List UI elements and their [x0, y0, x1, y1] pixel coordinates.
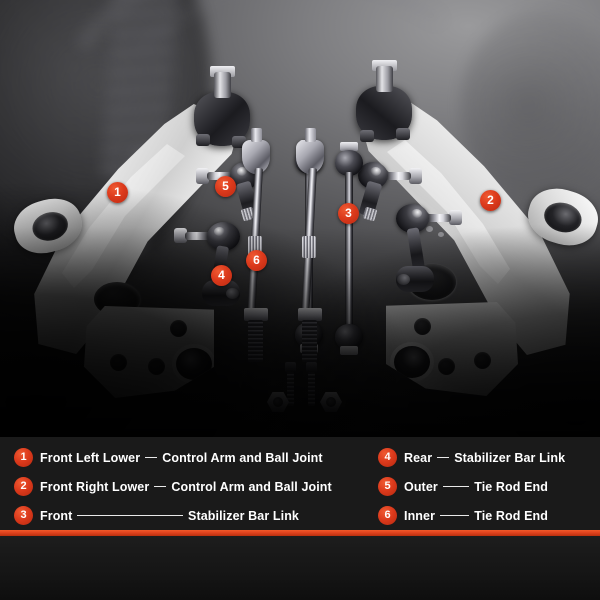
legend-part-label: Control Arm and Ball Joint — [171, 479, 332, 494]
stab-link-shaft — [185, 232, 211, 240]
ball-joint-lug — [196, 134, 210, 146]
inner-tie-rod-thread — [302, 320, 317, 362]
hardware-nut — [267, 392, 289, 412]
accent-divider — [0, 530, 600, 536]
legend-part-label: Stabilizer Bar Link — [454, 450, 566, 465]
stab-link-nut — [340, 142, 358, 151]
product-photo: 1 2 3 4 5 6 — [0, 0, 600, 437]
bracket-bushing — [172, 344, 214, 384]
hardware-bolt — [285, 362, 296, 406]
stab-link-joint — [335, 150, 363, 176]
ball-joint-left — [194, 66, 250, 148]
legend-part-label: Tie Rod End — [474, 508, 548, 523]
tie-rod-nut — [196, 168, 209, 184]
legend-leader-line — [442, 486, 470, 487]
legend-badge-3: 3 — [14, 506, 33, 525]
control-arm-rear-bracket-left — [84, 306, 214, 398]
legend-leader-line — [145, 457, 158, 458]
legend-row-3: 3 Front Stabilizer Bar Link — [14, 501, 299, 530]
stab-link-joint — [335, 324, 363, 350]
stab-link-nut — [174, 228, 187, 243]
callout-badge-1[interactable]: 1 — [107, 182, 128, 203]
bracket-bolt-hole — [148, 358, 165, 375]
inner-tie-rod-thread — [248, 320, 263, 362]
stab-link-end-hole — [226, 288, 239, 299]
bracket-bolt-hole — [438, 358, 455, 375]
footer-bar — [0, 536, 600, 600]
ball-joint-lug — [360, 130, 374, 142]
callout-badge-4[interactable]: 4 — [211, 265, 232, 286]
control-arm-marking — [438, 232, 444, 237]
bracket-bolt-hole — [110, 354, 127, 371]
stab-link-end-hole — [397, 274, 410, 285]
legend-badge-6: 6 — [378, 506, 397, 525]
legend-row-2: 2 Front Right Lower Control Arm and Ball J… — [14, 472, 332, 501]
legend-leader-line — [440, 515, 470, 516]
legend-part-label: Control Arm and Ball Joint — [162, 450, 323, 465]
legend-row-1: 1 Front Left Lower Control Arm and Ball Jo… — [14, 443, 323, 472]
ball-joint-right — [356, 60, 412, 142]
legend-part-label: Stabilizer Bar Link — [188, 508, 299, 523]
legend-position-label: Front — [40, 508, 73, 523]
bracket-bolt-hole — [414, 318, 431, 335]
control-arm-marking — [426, 226, 433, 232]
legend-position-label: Rear — [404, 450, 433, 465]
legend-leader-line — [77, 515, 184, 516]
legend-badge-2: 2 — [14, 477, 33, 496]
legend-badge-4: 4 — [378, 448, 397, 467]
legend-position-label: Outer — [404, 479, 438, 494]
hardware-nut — [320, 392, 342, 412]
legend-leader-line — [437, 457, 450, 458]
bracket-bolt-hole — [474, 352, 491, 369]
legend-position-label: Front Right Lower — [40, 479, 150, 494]
inner-tie-rod-hex — [298, 308, 322, 321]
legend-position-label: Inner — [404, 508, 436, 523]
part-front-left-lower-control-arm — [8, 66, 250, 398]
legend-row-6: 6 Inner Tie Rod End — [378, 501, 548, 530]
callout-badge-5[interactable]: 5 — [215, 176, 236, 197]
ball-joint-nut — [372, 60, 397, 71]
stab-link-nut — [340, 346, 358, 355]
part-inner-tie-rod-end-b — [294, 128, 324, 362]
inner-tie-rod-hex — [244, 308, 268, 321]
inner-tie-rod-socket — [242, 128, 270, 174]
legend-leader-line — [154, 486, 167, 487]
legend-position-label: Front Left Lower — [40, 450, 141, 465]
ball-joint-lug — [396, 128, 410, 140]
callout-badge-3[interactable]: 3 — [338, 203, 359, 224]
inner-tie-rod-knurl — [302, 236, 316, 258]
ball-joint-stud — [376, 66, 393, 92]
stab-link-bar — [345, 172, 353, 332]
part-rear-stabilizer-bar-link-b — [370, 196, 462, 296]
hardware-bolt — [306, 362, 317, 406]
legend-part-label: Tie Rod End — [474, 479, 548, 494]
part-front-right-lower-control-arm — [352, 60, 600, 401]
bracket-bushing — [390, 342, 434, 382]
bracket-bolt-hole — [170, 320, 187, 337]
callout-badge-6[interactable]: 6 — [246, 250, 267, 271]
legend-row-4: 4 Rear Stabilizer Bar Link — [378, 443, 565, 472]
ball-joint-nut — [210, 66, 235, 77]
legend-badge-5: 5 — [378, 477, 397, 496]
part-front-stabilizer-bar-link-b — [335, 142, 363, 355]
ball-joint-stud — [214, 72, 231, 98]
callout-badge-2[interactable]: 2 — [480, 190, 501, 211]
part-rear-stabilizer-bar-link-a — [174, 214, 266, 310]
control-arm-rear-bracket-right — [386, 302, 518, 396]
legend-badge-1: 1 — [14, 448, 33, 467]
legend-row-5: 5 Outer Tie Rod End — [378, 472, 548, 501]
